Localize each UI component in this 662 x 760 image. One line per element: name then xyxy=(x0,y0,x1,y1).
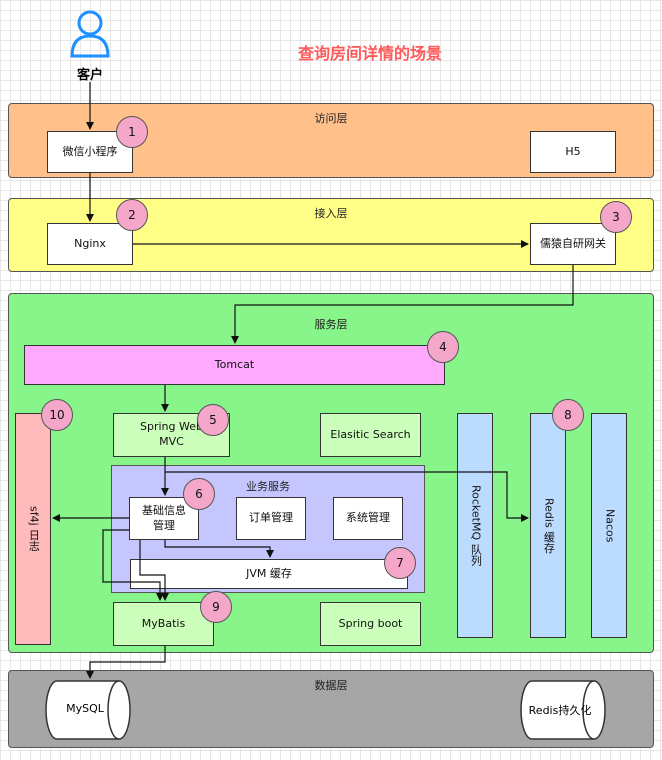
client-label: 客户 xyxy=(76,68,103,83)
jvm-cache-node[interactable]: JVM 缓存 xyxy=(130,559,408,589)
business-services-title: 业务服务 xyxy=(246,480,290,493)
spring-boot-node[interactable]: Spring boot xyxy=(320,602,421,646)
step-badge-6: 6 xyxy=(183,478,215,510)
step-badge-9: 9 xyxy=(200,591,232,623)
access-layer-title: 访问层 xyxy=(314,112,348,125)
spring-web-mvc-label: Spring Web MVC xyxy=(140,420,203,448)
basic-info-label: 基础信息管理 xyxy=(142,503,186,532)
diagram-title: 查询房间详情的场景 xyxy=(297,44,442,63)
step-badge-5: 5 xyxy=(197,404,229,436)
order-mgmt-node[interactable]: 订单管理 xyxy=(236,497,306,540)
slf4j-log-label: sf4j 日志 xyxy=(27,506,41,552)
rocketmq-label: RocketMQ 队列 xyxy=(469,485,483,566)
rocketmq-node[interactable]: RocketMQ 队列 xyxy=(457,413,493,638)
step-badge-1: 1 xyxy=(116,116,148,148)
user-icon xyxy=(68,8,112,58)
elasticsearch-node[interactable]: Elasitic Search xyxy=(320,413,421,457)
step-badge-10: 10 xyxy=(41,399,73,431)
nacos-node[interactable]: Nacos xyxy=(591,413,627,638)
nginx-node[interactable]: Nginx xyxy=(47,223,133,265)
service-layer-title: 服务层 xyxy=(314,318,348,331)
gateway-layer-title: 接入层 xyxy=(314,207,348,220)
step-badge-8: 8 xyxy=(552,399,584,431)
h5-node[interactable]: H5 xyxy=(530,131,616,173)
redis-cache-node[interactable]: Redis 缓存 xyxy=(530,413,566,638)
redis-cache-label: Redis 缓存 xyxy=(542,497,556,554)
redis-persistence-cylinder[interactable]: Redis持久化 xyxy=(520,680,606,740)
data-layer-title: 数据层 xyxy=(314,679,348,692)
slf4j-log-node[interactable]: sf4j 日志 xyxy=(15,413,51,645)
step-badge-3: 3 xyxy=(600,201,632,233)
mybatis-node[interactable]: MyBatis xyxy=(113,602,214,646)
wechat-miniprogram-node[interactable]: 微信小程序 xyxy=(47,131,133,173)
redis-persistence-label: Redis持久化 xyxy=(528,704,592,717)
mysql-cylinder[interactable]: MySQL xyxy=(45,680,131,740)
step-badge-4: 4 xyxy=(427,331,459,363)
step-badge-7: 7 xyxy=(384,547,416,579)
tomcat-node[interactable]: Tomcat xyxy=(24,345,445,385)
step-badge-2: 2 xyxy=(116,199,148,231)
system-mgmt-node[interactable]: 系统管理 xyxy=(333,497,403,540)
nacos-label: Nacos xyxy=(603,508,617,543)
gateway-node[interactable]: 儒猿自研网关 xyxy=(530,223,616,265)
mysql-label: MySQL xyxy=(66,702,104,715)
